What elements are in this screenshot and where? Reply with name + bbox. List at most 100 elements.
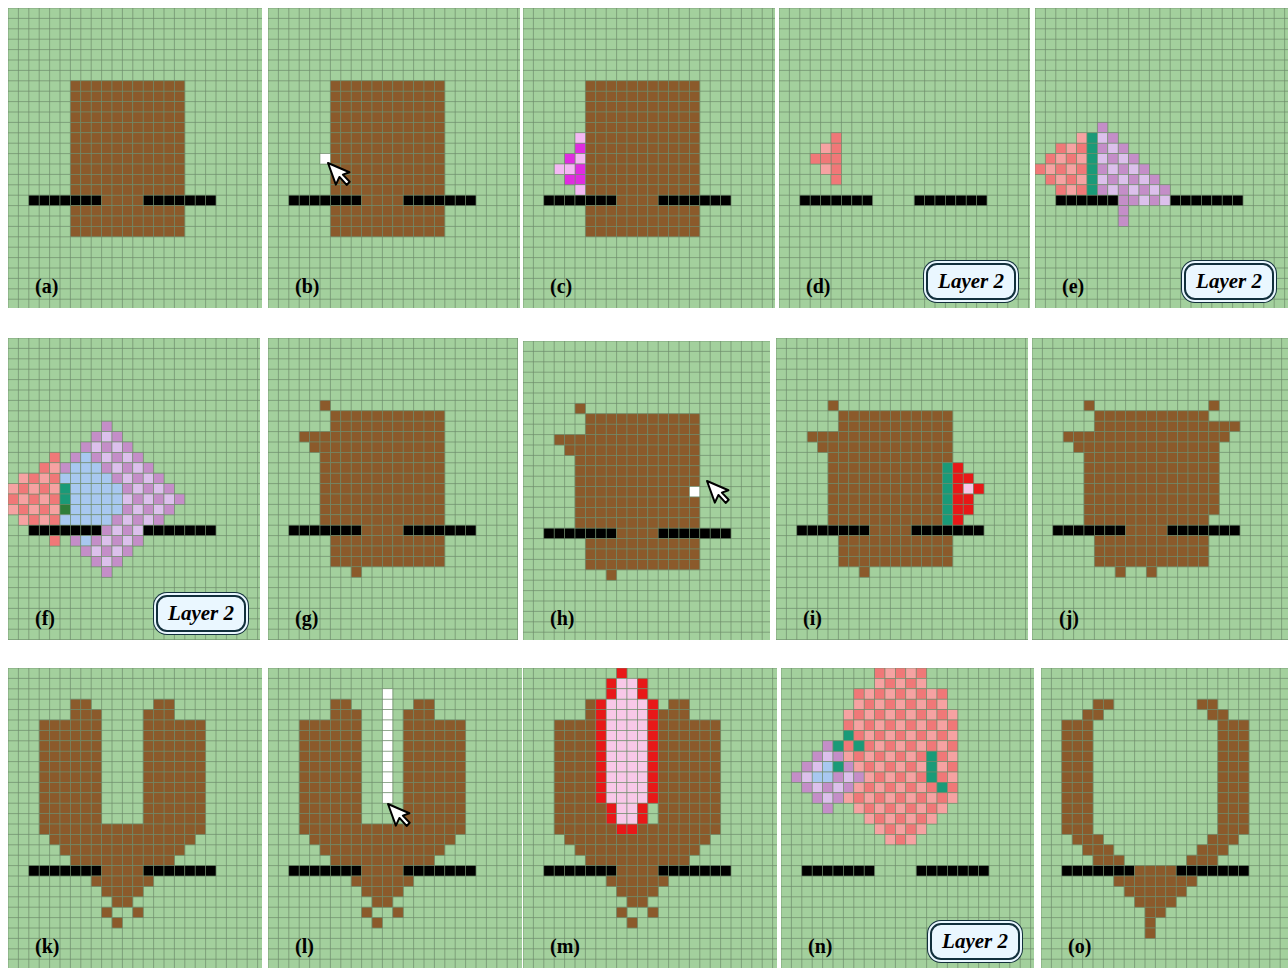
pixel-cell <box>800 195 810 205</box>
pixel-cell <box>330 411 340 421</box>
grid-line <box>1035 122 1288 123</box>
pixel-cell <box>689 216 699 226</box>
pixel-cell <box>1146 515 1156 525</box>
pixel-cell <box>637 143 647 153</box>
pixel-cell <box>596 549 606 559</box>
pixel-cell <box>164 484 174 494</box>
pixel-cell <box>565 528 575 538</box>
pixel-cell <box>414 536 424 546</box>
pixel-cell <box>689 445 699 455</box>
pixel-cell <box>606 112 616 122</box>
pixel-cell <box>617 133 627 143</box>
pixel-cell <box>1233 195 1243 205</box>
pixel-cell <box>669 445 679 455</box>
pixel-cell <box>466 195 476 205</box>
pixel-cell <box>942 452 952 462</box>
grid-line <box>1035 226 1288 227</box>
pixel-cell <box>1108 143 1118 153</box>
pixel-cell <box>1129 185 1139 195</box>
pixel-cell <box>689 133 699 143</box>
pixel-cell <box>689 185 699 195</box>
pixel-cell <box>112 473 122 483</box>
pixel-cell <box>627 81 637 91</box>
pixel-cell <box>143 112 153 122</box>
pixel-cell <box>1118 174 1128 184</box>
pixel-cell <box>679 206 689 216</box>
pixel-cell <box>91 556 101 566</box>
pixel-cell <box>1139 174 1149 184</box>
pixel-cell <box>1097 195 1107 205</box>
pixel-cell <box>102 133 112 143</box>
pixel-cell <box>617 195 627 205</box>
grid-line <box>39 8 40 308</box>
pixel-cell <box>637 445 647 455</box>
grid-line <box>8 587 260 588</box>
panel-ground <box>268 338 518 640</box>
pixel-cell <box>689 518 699 528</box>
pixel-cell <box>648 143 658 153</box>
pixel-cell <box>617 216 627 226</box>
pixel-cell <box>382 81 392 91</box>
pixel-cell <box>133 452 143 462</box>
pixel-cell <box>143 226 153 236</box>
pixel-cell <box>414 81 424 91</box>
pixel-cell <box>403 216 413 226</box>
pixel-cell <box>1087 164 1097 174</box>
pixel-cell <box>575 518 585 528</box>
pixel-cell <box>679 122 689 132</box>
pixel-cell <box>122 174 132 184</box>
pixel-cell <box>942 546 952 556</box>
pixel-cell <box>838 525 848 535</box>
pixel-cell <box>1191 195 1201 205</box>
pixel-cell <box>414 174 424 184</box>
pixel-cell <box>870 536 880 546</box>
pixel-cell <box>828 473 838 483</box>
pixel-cell <box>362 216 372 226</box>
pixel-cell <box>414 442 424 452</box>
pixel-cell <box>637 102 647 112</box>
pixel-cell <box>932 525 942 535</box>
pixel-cell <box>1118 143 1128 153</box>
grid-line <box>1032 629 1288 630</box>
pixel-cell <box>341 206 351 216</box>
pixel-cell <box>174 206 184 216</box>
pixel-cell <box>1126 484 1136 494</box>
pixel-cell <box>330 463 340 473</box>
pixel-cell <box>1118 195 1128 205</box>
pixel-cell <box>1105 432 1115 442</box>
pixel-cell <box>341 515 351 525</box>
pixel-cell <box>849 432 859 442</box>
pixel-cell <box>143 515 153 525</box>
grid-line <box>268 60 520 61</box>
pixel-cell <box>330 494 340 504</box>
pixel-cell <box>455 525 465 535</box>
pixel-cell <box>849 452 859 462</box>
pixel-cell <box>617 435 627 445</box>
grid-line <box>268 8 269 308</box>
pixel-cell <box>1094 546 1104 556</box>
pixel-cell <box>1115 432 1125 442</box>
pixel-cell <box>403 421 413 431</box>
pixel-cell <box>679 497 689 507</box>
pixel-cell <box>1087 174 1097 184</box>
grid-line <box>257 338 258 640</box>
pixel-cell <box>596 91 606 101</box>
pixel-cell <box>164 504 174 514</box>
pixel-cell <box>133 515 143 525</box>
grid-line <box>779 257 1030 258</box>
pixel-cell <box>1136 546 1146 556</box>
grid-line <box>564 341 565 640</box>
pixel-cell <box>890 463 900 473</box>
pixel-cell <box>575 445 585 455</box>
pixel-cell <box>658 539 668 549</box>
pixel-cell <box>310 442 320 452</box>
pixel-cell <box>154 133 164 143</box>
pixel-cell <box>362 122 372 132</box>
pixel-cell <box>1146 411 1156 421</box>
pixel-cell <box>554 195 564 205</box>
pixel-cell <box>838 504 848 514</box>
pixel-cell <box>1139 164 1149 174</box>
grid-line <box>8 390 260 391</box>
pixel-cell <box>81 174 91 184</box>
